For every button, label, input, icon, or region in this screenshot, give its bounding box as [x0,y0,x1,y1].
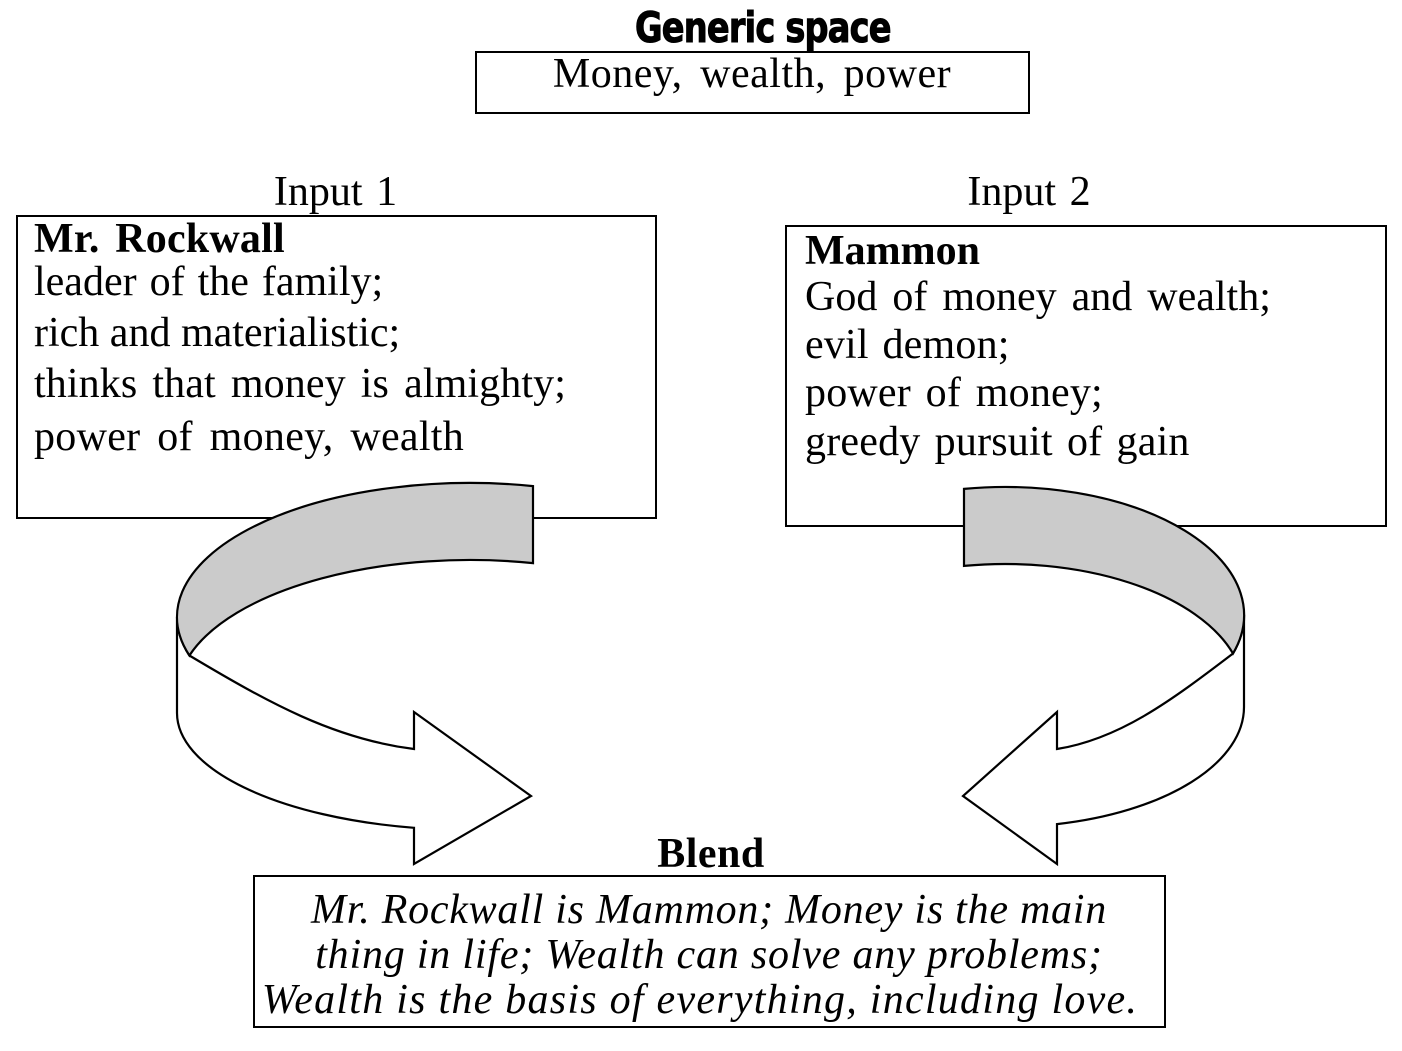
input1-line: rich and materialistic; [34,310,401,357]
page-title-text: Generic space [635,2,892,52]
input1-label: Input 1 [273,168,398,215]
generic-space-text: Money, wealth, power [552,50,952,97]
page-title: Generic space [463,2,1063,52]
input2-line: evil demon; [805,322,1010,369]
input1-heading: Mr. Rockwall [34,216,285,263]
input1-line: power of money, wealth [34,413,465,460]
blend-line: Wealth is the basis of everything, inclu… [261,977,1139,1024]
input2-line: greedy pursuit of gain [805,418,1190,465]
left-curved-arrow-body [175,616,534,866]
input2-heading: Mammon [805,227,980,274]
input2-line: power of money; [805,370,1103,417]
input2-label: Input 2 [967,168,1091,215]
input2-line: God of money and wealth; [805,274,1271,321]
blend-box [252,874,1166,1028]
blend-label: Blend [657,830,765,877]
input1-line: thinks that money is almighty; [34,361,566,408]
generic-space-box [474,50,1030,114]
blend-line: Mr. Rockwall is Mammon; Money is the mai… [311,887,1107,934]
right-curved-arrow-body [961,614,1246,867]
input1-line: leader of the family; [34,259,384,306]
blend-line: thing in life; Wealth can solve any prob… [315,932,1103,979]
